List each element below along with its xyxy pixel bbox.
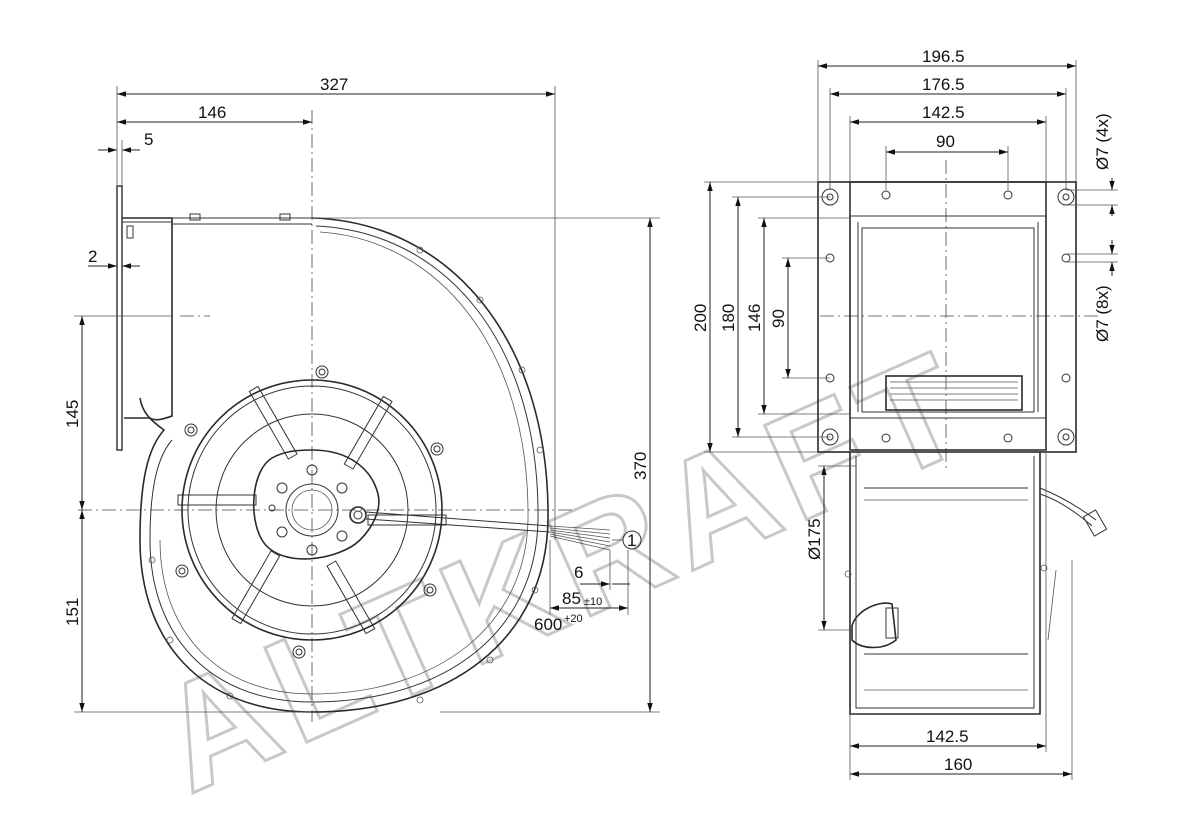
dim-diameter-label: Ø175: [805, 518, 824, 560]
cable-dim-85-label: 85: [562, 589, 581, 608]
side-cable: [1039, 487, 1097, 521]
side-dimensions: 196.5 176.5 142.5 90 200 180 146: [691, 47, 1118, 780]
side-view: 196.5 176.5 142.5 90 200 180 146: [691, 47, 1118, 780]
cable-gland: [349, 506, 367, 524]
hub-shaft: [285, 483, 339, 537]
dim-196-5-label: 196.5: [922, 47, 965, 66]
dim-146-side-label: 146: [745, 304, 764, 332]
outlet-plate: [122, 217, 173, 421]
scroll-housing-outer: [139, 217, 549, 713]
motor-hub: [252, 449, 380, 560]
cable-upper: [365, 511, 551, 527]
scroll-rivets: [148, 246, 544, 704]
motor-fins: [890, 381, 1018, 401]
dim-90-top-label: 90: [936, 132, 955, 151]
dim-160-label: 160: [944, 755, 972, 774]
motor-box: [885, 375, 1023, 411]
hole-note-8x: Ø7 (8x): [1093, 285, 1112, 342]
outlet-inner: [861, 227, 1035, 413]
watermark-text: ALTKRAFT: [134, 317, 996, 820]
housing-body: [849, 452, 1041, 715]
cable-lower: [365, 518, 551, 533]
dim-151-label: 151: [63, 598, 82, 626]
rotor-spokes: [177, 385, 447, 635]
dim-5-label: 5: [144, 130, 153, 149]
cable-dim-600-label: 600: [534, 615, 562, 634]
callout-label: 1: [627, 531, 636, 550]
flange-bolt: [126, 225, 134, 239]
dim-327-label: 327: [320, 75, 348, 94]
dim-145-label: 145: [63, 400, 82, 428]
cable-dim-85-tol: ±10: [584, 596, 602, 608]
watermark: ALTKRAFT: [133, 315, 998, 820]
inlet-ring-outer: [181, 379, 443, 641]
inlet-ring-inner: [187, 385, 437, 635]
dim-90-side-label: 90: [769, 309, 788, 328]
rotor-disc: [215, 413, 409, 607]
cable-dim-6-label: 6: [574, 563, 583, 582]
cable-dim-600-tol: +20: [564, 613, 583, 625]
dim-180-label: 180: [719, 304, 738, 332]
dim-146-label: 146: [198, 103, 226, 122]
dim-200-label: 200: [691, 304, 710, 332]
dim-176-5-label: 176.5: [922, 75, 965, 94]
hole-note-4x: Ø7 (4x): [1093, 113, 1112, 170]
hub-screws: [268, 464, 348, 556]
mounting-flange: [116, 185, 123, 451]
dim-142-5-top-label: 142.5: [922, 103, 965, 122]
inlet-nozzle: [851, 602, 897, 649]
scroll-housing-lip: [159, 231, 529, 695]
dim-370-label: 370: [631, 452, 650, 480]
plate-mounting-holes: [175, 365, 444, 659]
cable-wires: [549, 525, 611, 551]
scroll-housing-inner: [149, 225, 539, 703]
front-view: 1 327 146 5 2 145 151: [63, 75, 660, 722]
dim-2-label: 2: [88, 247, 97, 266]
front-dimensions: 327 146 5 2 145 151 370: [63, 75, 660, 713]
dim-142-5-bottom-label: 142.5: [926, 727, 969, 746]
